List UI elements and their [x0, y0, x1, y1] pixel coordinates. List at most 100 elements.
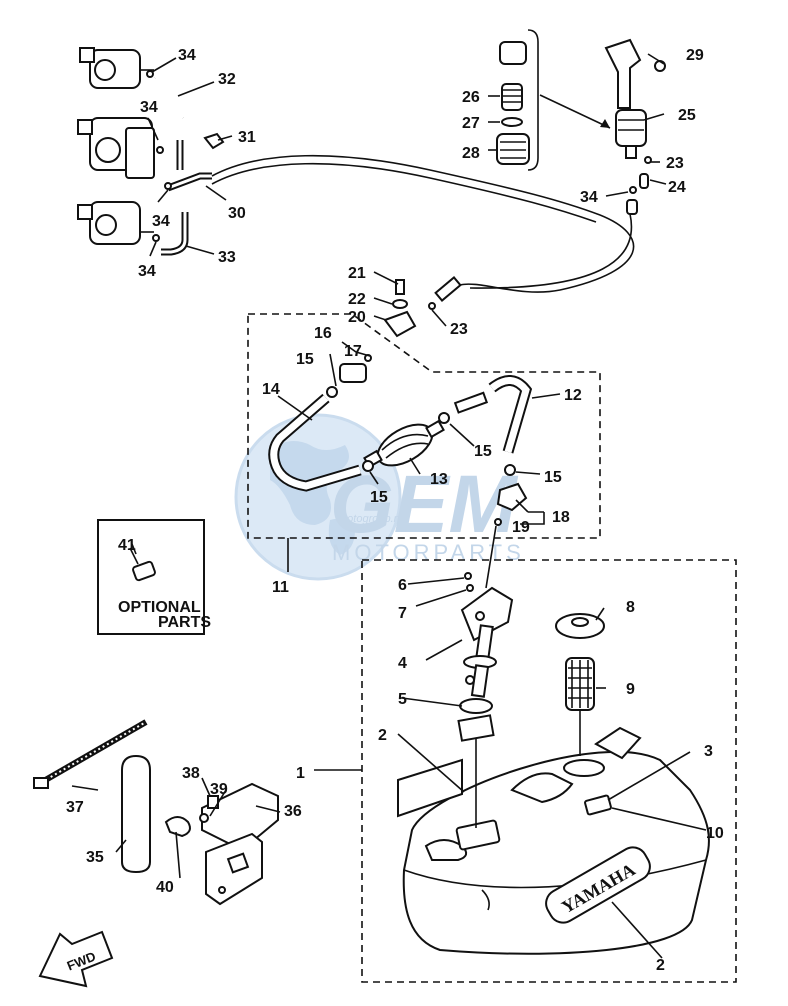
tank-vent-pad	[594, 726, 642, 760]
decal-2	[397, 758, 463, 818]
callout-34: 34	[140, 99, 158, 116]
carburetor-bottom	[77, 201, 154, 245]
callout-41: 41	[118, 537, 136, 554]
callout-7: 7	[398, 605, 407, 622]
fuel-filter-25	[604, 38, 666, 215]
carburetor-middle	[77, 117, 155, 179]
gasket-plate	[457, 714, 495, 742]
watermark-sub: MOTORPARTS	[332, 540, 525, 565]
clamp-34-c	[164, 182, 172, 190]
callout-15: 15	[370, 489, 388, 506]
pipe-joint	[434, 276, 462, 302]
leader-lines	[71, 53, 707, 959]
callout-9: 9	[626, 681, 635, 698]
sleeve-35	[121, 754, 151, 874]
gasket-5	[459, 698, 493, 714]
clip-40	[164, 816, 191, 838]
callout-15: 15	[544, 469, 562, 486]
callout-31: 31	[238, 129, 256, 146]
exploded-bracket	[527, 29, 539, 171]
fuel-line-long	[211, 154, 635, 293]
oring-6	[464, 572, 472, 580]
callout-18: 18	[552, 509, 570, 526]
callout-33: 33	[218, 249, 236, 266]
callout-15: 15	[474, 443, 492, 460]
callout-39: 39	[210, 781, 228, 798]
callout-29: 29	[686, 47, 704, 64]
callout-2: 2	[656, 957, 665, 974]
callout-2: 2	[378, 727, 387, 744]
hose-assembly-box	[247, 313, 601, 539]
callout-numbers: 34 32 34 31 30 34 33 34 29 25 26 27 28 2…	[66, 47, 724, 974]
hose-30-inner	[167, 174, 212, 190]
tank-body	[402, 750, 710, 955]
callout-12: 12	[564, 387, 582, 404]
callout-8: 8	[626, 599, 635, 616]
filter-element-28	[496, 133, 530, 165]
part-41	[129, 547, 156, 582]
tank-cap-8	[555, 613, 605, 639]
tank-gasket-3	[584, 794, 612, 816]
callout-22: 22	[348, 291, 366, 308]
callout-10: 10	[706, 825, 724, 842]
callout-23: 23	[450, 321, 468, 338]
callout-26: 26	[462, 89, 480, 106]
callout-34: 34	[178, 47, 196, 64]
callout-27: 27	[462, 115, 480, 132]
clamp-34-b	[156, 146, 164, 154]
fuel-tank-box	[361, 559, 737, 983]
callout-34: 34	[152, 213, 170, 230]
oring-7	[466, 584, 474, 592]
callout-24: 24	[668, 179, 686, 196]
filter-exploded-group	[496, 29, 611, 171]
tank-handle	[510, 772, 574, 804]
filter-9	[565, 657, 595, 711]
hose-short	[453, 391, 489, 414]
callout-15: 15	[296, 351, 314, 368]
hose-12-inner	[489, 377, 530, 453]
clip-31	[203, 132, 225, 150]
optional-label-1: OPTIONAL	[118, 599, 201, 616]
clamp-15-d	[504, 464, 516, 476]
callout-4: 4	[398, 655, 407, 672]
callout-36: 36	[284, 803, 302, 820]
bracket-36	[201, 782, 279, 906]
callout-20: 20	[348, 309, 366, 326]
filter-body	[615, 109, 647, 147]
clip-24	[639, 173, 649, 189]
screw-21	[395, 279, 405, 295]
callout-34: 34	[138, 263, 156, 280]
oring-19	[494, 518, 502, 526]
connector-20	[383, 310, 417, 338]
callout-11: 11	[272, 579, 289, 596]
hose-32-inner	[154, 75, 185, 119]
clamp-15-c	[362, 460, 374, 472]
sender-rod	[485, 525, 497, 589]
clamp-23-top	[644, 156, 652, 164]
connector-16	[339, 363, 367, 383]
callout-30: 30	[228, 205, 246, 222]
fuel-line-to-joint	[469, 213, 633, 289]
carburetor-group	[77, 47, 225, 256]
clamp-34-top	[629, 186, 637, 194]
watermark-brand: GEM	[330, 459, 518, 550]
oring-27	[501, 117, 523, 127]
filter-cap	[499, 41, 527, 65]
connector-assembly	[339, 276, 462, 383]
callout-5: 5	[398, 691, 407, 708]
callout-3: 3	[704, 743, 713, 760]
nut-29	[654, 60, 666, 72]
carburetor-top	[79, 47, 154, 89]
optional-label-2: PARTS	[158, 614, 211, 631]
clamp-34-a	[146, 70, 154, 78]
callout-21: 21	[348, 265, 366, 282]
callout-35: 35	[86, 849, 104, 866]
clamp-15-a	[326, 386, 338, 398]
callout-14: 14	[262, 381, 280, 398]
fuel-line-long-2	[211, 162, 597, 223]
callout-40: 40	[156, 879, 174, 896]
fuel-tank-1: YAMAHA	[402, 726, 710, 955]
callout-13: 13	[430, 471, 448, 488]
filter-spring-26	[501, 83, 523, 111]
